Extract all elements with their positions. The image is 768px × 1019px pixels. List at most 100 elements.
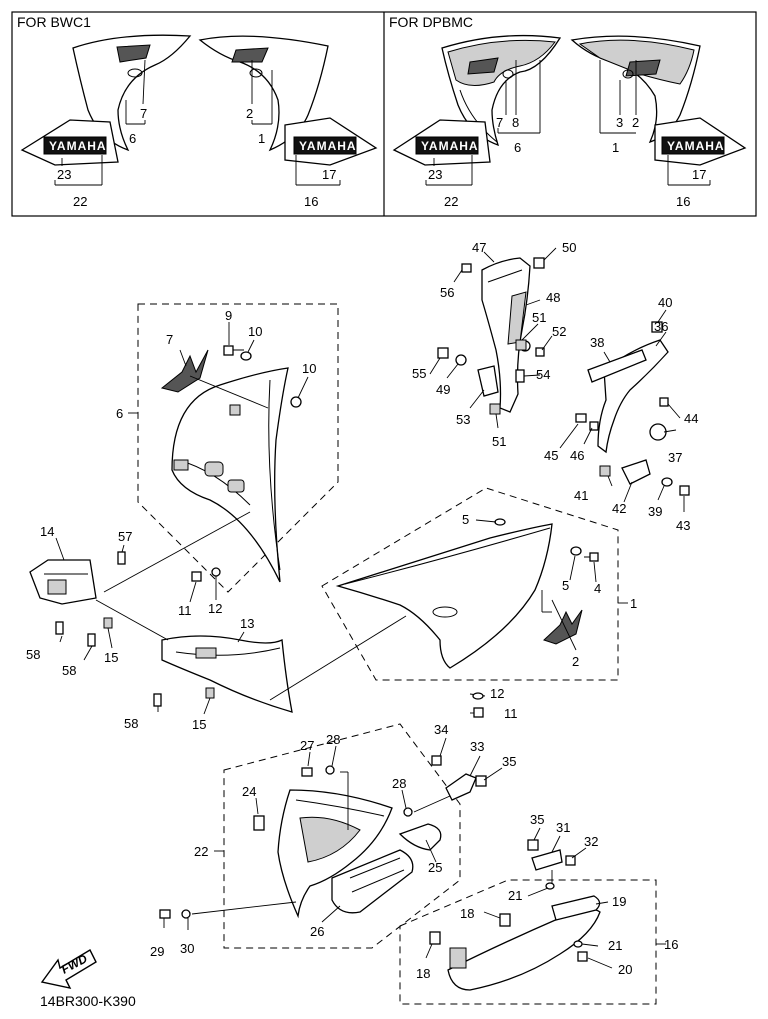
callout-28: 28 (392, 776, 406, 791)
bwc1-yamaha-decal-left: YAMAHA (20, 119, 119, 166)
grommet-37 (649, 423, 667, 441)
callout-27: 27 (300, 738, 314, 753)
bolt-58-a (55, 621, 64, 635)
inner-cover-13 (161, 631, 293, 713)
callout-39: 39 (648, 504, 662, 519)
panel-title-bwc1: FOR BWC1 (17, 14, 91, 30)
callout-23: 23 (428, 167, 442, 182)
washer-28 (325, 765, 335, 775)
washer-39 (661, 477, 673, 487)
r1-emblem-graphic (116, 44, 151, 63)
callout-23: 23 (57, 167, 71, 182)
washer-12 (472, 692, 484, 700)
callout-37: 37 (668, 450, 682, 465)
dpbmc-side-cover-right (570, 35, 701, 144)
bolt-52 (535, 347, 545, 357)
assembly-6-left-cover (128, 303, 339, 593)
callout-14: 14 (40, 524, 54, 539)
stay-33-assembly (413, 737, 503, 813)
diagram-code: 14BR300-K390 (40, 993, 136, 1009)
bolt-46 (589, 421, 599, 431)
bolt-44 (659, 397, 669, 407)
callout-22: 22 (194, 844, 208, 859)
yamaha-logo-text: YAMAHA (299, 139, 357, 153)
callout-7: 7 (496, 115, 503, 130)
callout-21: 21 (508, 888, 522, 903)
callout-40: 40 (658, 295, 672, 310)
callout-2: 2 (632, 115, 639, 130)
grommet-5 (494, 518, 506, 526)
callout-50: 50 (562, 240, 576, 255)
callout-42: 42 (612, 501, 626, 516)
washer-12-left (211, 567, 221, 577)
stay-36-assembly (559, 309, 690, 512)
callout-2: 2 (246, 106, 253, 121)
duct-grey (449, 947, 467, 969)
callout-58: 58 (62, 663, 76, 678)
callout-35: 35 (502, 754, 516, 769)
bolt-32 (565, 855, 576, 866)
screw-9 (223, 345, 244, 356)
callout-16: 16 (676, 194, 690, 209)
callout-22: 22 (73, 194, 87, 209)
callout-38: 38 (590, 335, 604, 350)
clip-35-lower (527, 839, 539, 851)
screw-11 (473, 707, 484, 718)
clip-35 (475, 775, 487, 787)
grommet-10 (290, 396, 302, 408)
callout-4: 4 (594, 581, 601, 596)
clip-24 (253, 815, 265, 831)
callout-31: 31 (556, 820, 570, 835)
washer-21-a (545, 882, 555, 890)
callout-16: 16 (304, 194, 318, 209)
callout-51: 51 (492, 434, 506, 449)
callout-17: 17 (692, 167, 706, 182)
callout-5: 5 (462, 512, 469, 527)
screw-11-left (191, 571, 202, 582)
washer-10 (240, 351, 252, 361)
washer-28-b (403, 807, 413, 817)
callout-1: 1 (630, 596, 637, 611)
callout-8: 8 (512, 115, 519, 130)
bracket-25 (398, 823, 442, 851)
washer-21-b (573, 940, 583, 948)
callout-9: 9 (225, 308, 232, 323)
callout-34: 34 (434, 722, 448, 737)
clip-54 (515, 369, 525, 383)
callout-17: 17 (322, 167, 336, 182)
nut-51-upper (515, 339, 527, 351)
nut-40 (651, 321, 663, 333)
callout-11: 11 (504, 706, 518, 721)
r1-emblem-graphic (467, 57, 499, 75)
clip-42 (621, 459, 651, 485)
callout-41: 41 (574, 488, 588, 503)
callout-10: 10 (302, 361, 316, 376)
fwd-arrow-icon: FWD (40, 949, 97, 989)
r1-emblem-graphic (625, 59, 661, 77)
callout-7: 7 (140, 106, 147, 121)
callout-1: 1 (612, 140, 619, 155)
callout-13: 13 (240, 616, 254, 631)
bolt-56 (461, 263, 472, 273)
callout-32: 32 (584, 834, 598, 849)
screw-4 (584, 552, 599, 562)
stay-31-assembly (527, 827, 587, 884)
variant-panel: FOR BWC1 FOR DPBMC YAMAHA YAMAHA (11, 11, 757, 217)
callout-1: 1 (258, 131, 265, 146)
callout-30: 30 (180, 941, 194, 956)
callout-57: 57 (118, 529, 132, 544)
spring-41 (599, 465, 611, 477)
bolt-43 (679, 485, 690, 496)
yamaha-logo-text: YAMAHA (667, 139, 725, 153)
callout-47: 47 (472, 240, 486, 255)
callout-22: 22 (444, 194, 458, 209)
callout-24: 24 (242, 784, 256, 799)
screw-20 (577, 951, 588, 962)
callout-12: 12 (490, 686, 504, 701)
callout-51: 51 (532, 310, 546, 325)
callout-48: 48 (546, 290, 560, 305)
callout-45: 45 (544, 448, 558, 463)
r1-emblem-graphic (231, 47, 269, 63)
callout-56: 56 (440, 285, 454, 300)
callout-2: 2 (572, 654, 579, 669)
